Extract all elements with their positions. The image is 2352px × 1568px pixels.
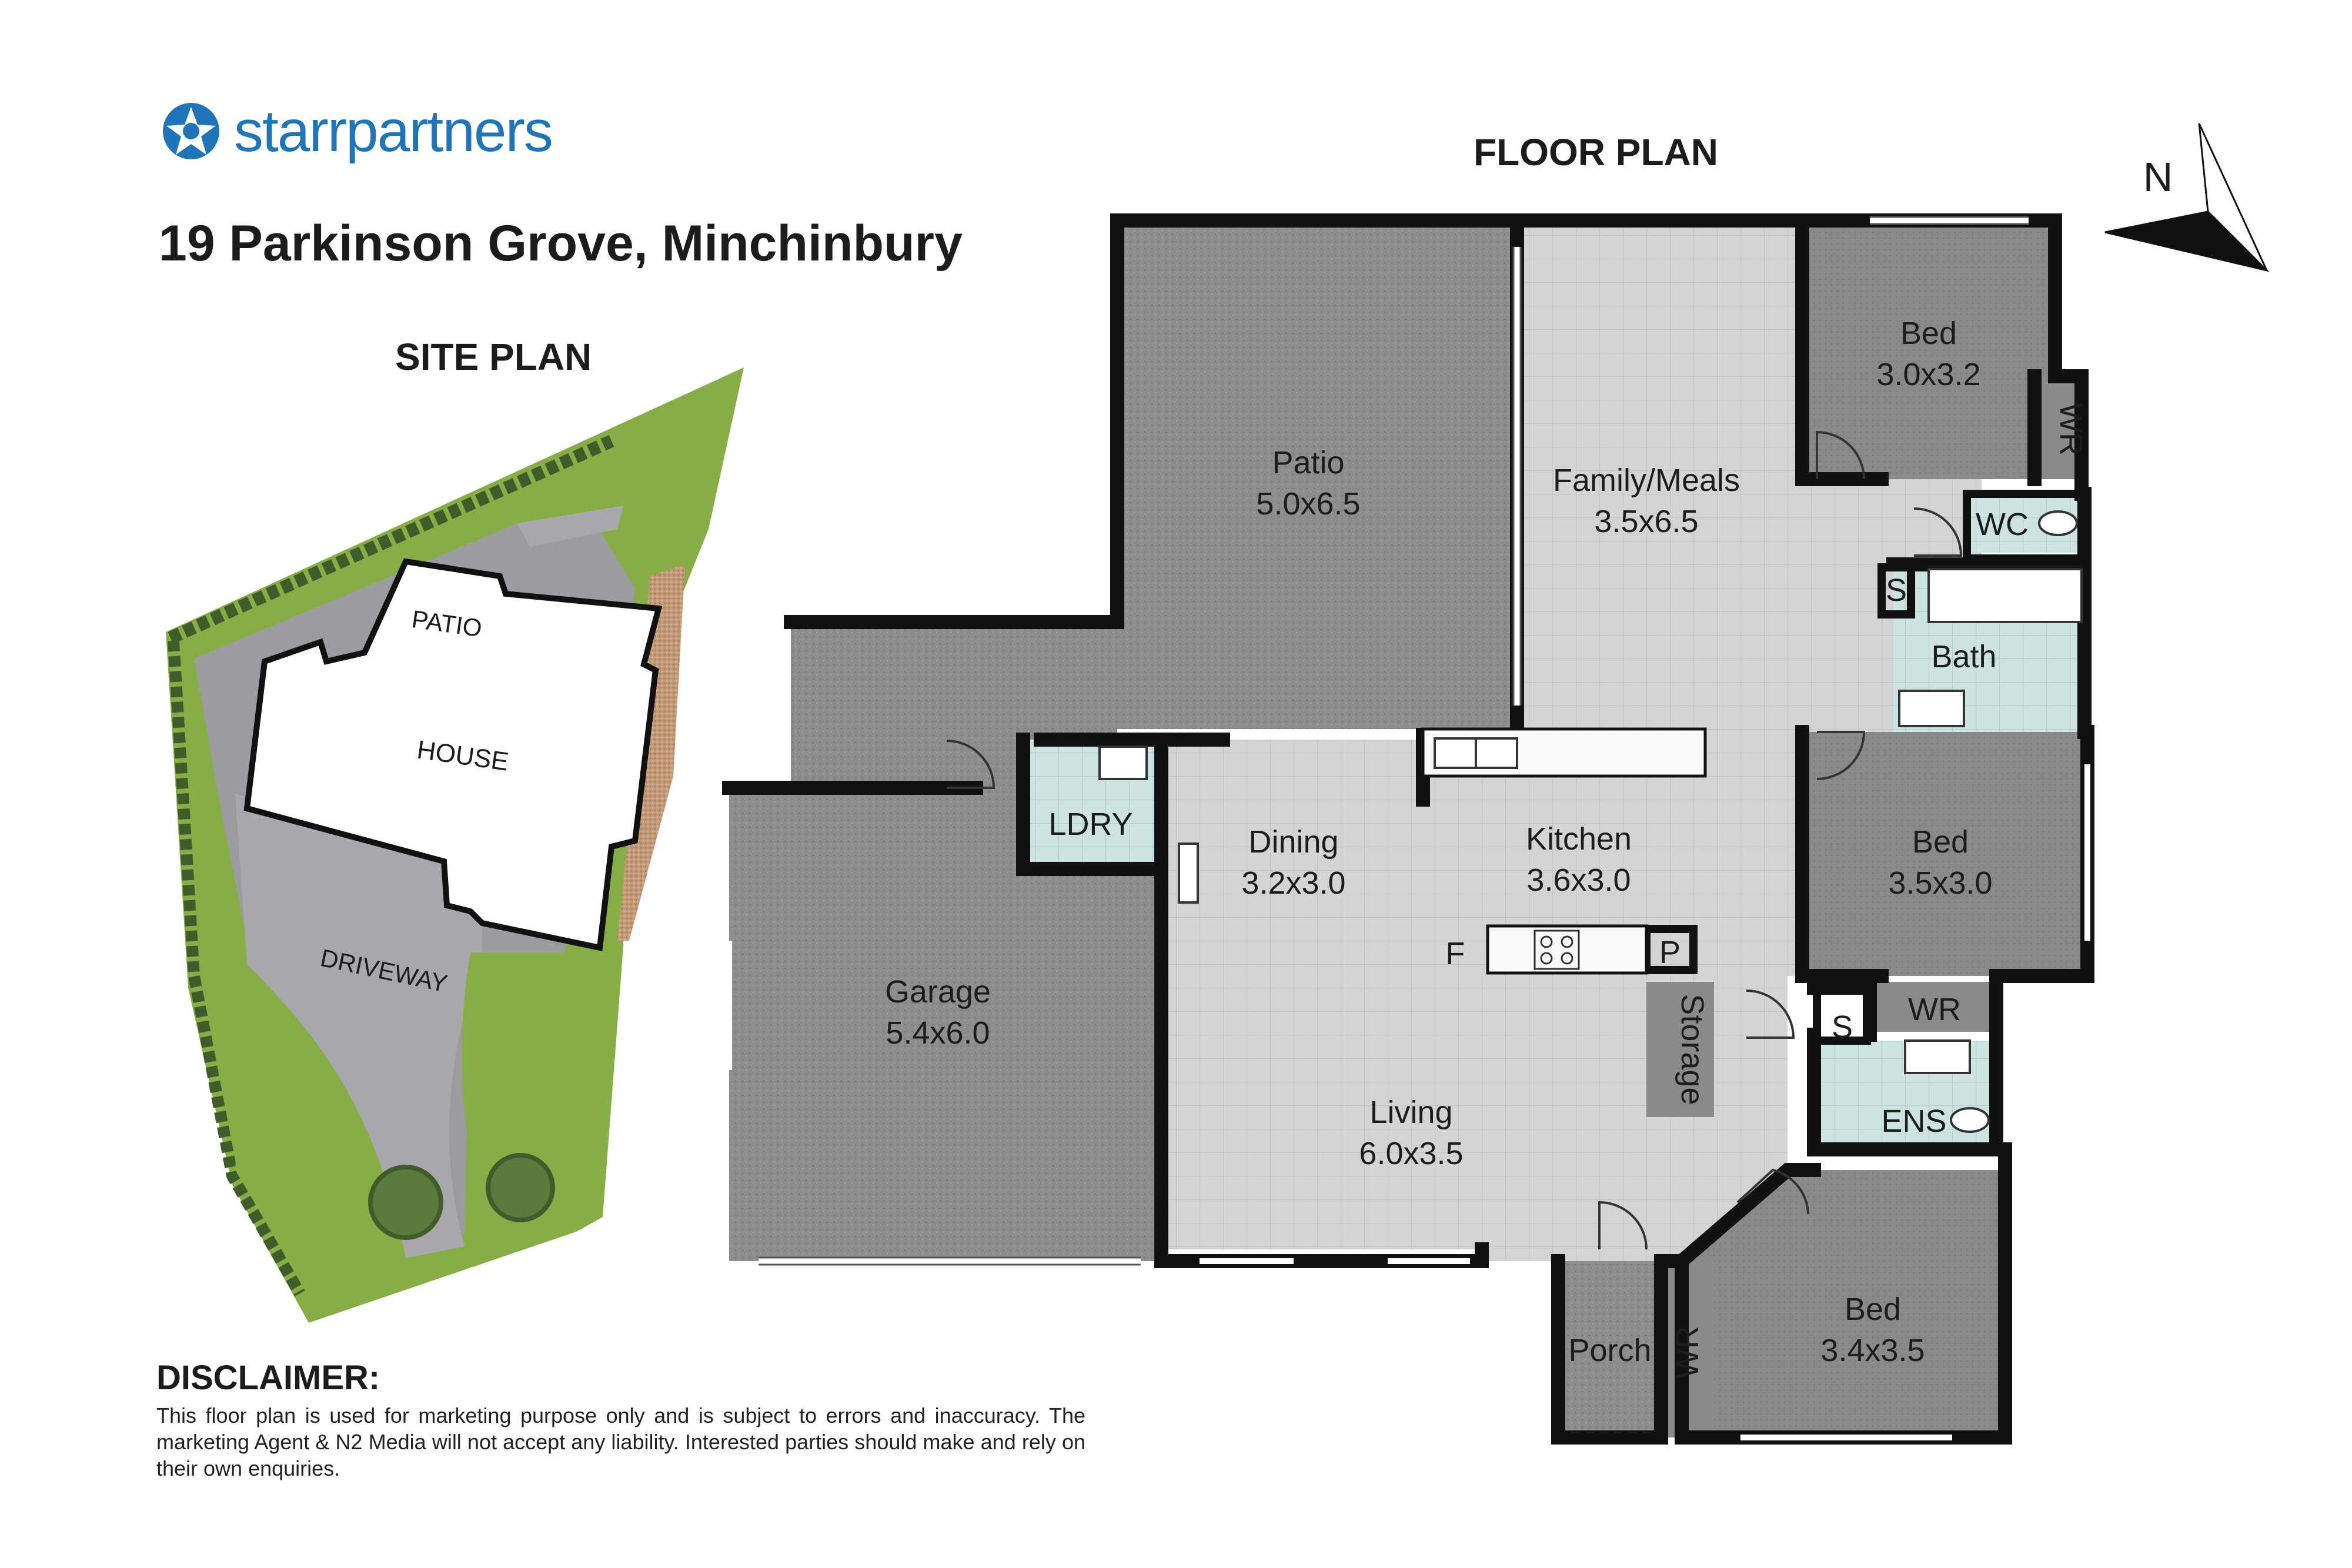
door-bed3: [1736, 1168, 1809, 1215]
ens-toilet-icon: [1950, 1107, 1990, 1133]
door-bed2: [1816, 731, 1866, 780]
site-tree: [486, 1153, 555, 1222]
star-logo-icon: [163, 103, 219, 159]
wall-s-bath: [1877, 563, 1915, 618]
site-driveway: [235, 794, 482, 1258]
label-family-size: 3.5x6.5: [1594, 504, 1698, 539]
label-bed3-size: 3.4x3.5: [1820, 1333, 1925, 1368]
floor-porch: [1558, 1261, 1661, 1437]
bathtub: [1927, 568, 2083, 623]
site-house: [243, 558, 663, 952]
label-bed3-name: Bed: [1845, 1292, 1901, 1327]
wc-toilet-icon: [2038, 510, 2078, 536]
label-ens: ENS: [1881, 1104, 1946, 1139]
floor-storage: [1646, 982, 1714, 1117]
wall-ens: [1807, 1028, 2003, 1156]
property-address: 19 Parkinson Grove, Minchinbury: [159, 215, 963, 272]
floor-bed2: [1802, 732, 2087, 976]
laundry-tub: [1098, 745, 1148, 780]
brand-logo: starrpartners: [159, 98, 553, 165]
cooktop-icon: [1534, 930, 1580, 970]
label-garage-size: 5.4x6.0: [886, 1015, 990, 1051]
kitchen-back-bench: [1486, 924, 1648, 975]
label-kitchen-size: 3.6x3.0: [1526, 862, 1631, 898]
site-hedge-left: [168, 640, 305, 1296]
label-bed1-name: Bed: [1900, 316, 1957, 351]
wall-porch: [1551, 1254, 1668, 1445]
brand-name: starrpartners: [234, 98, 553, 165]
door-front: [1598, 1201, 1648, 1250]
floor-bed3: [1682, 1170, 2005, 1437]
door-bed1: [1816, 430, 1865, 480]
site-plan-heading: SITE PLAN: [395, 336, 592, 378]
label-wc: WC: [1976, 507, 2029, 542]
label-f: F: [1446, 936, 1465, 971]
wall-outer: [1110, 213, 2094, 1445]
ens-vanity: [1904, 1039, 1971, 1074]
site-lawn-left: [235, 964, 406, 1299]
brand-name-part2: partners: [346, 98, 553, 164]
label-family-name: Family/Meals: [1553, 463, 1740, 498]
site-path: [517, 506, 623, 547]
label-garage-name: Garage: [885, 974, 991, 1009]
label-s1: S: [1886, 573, 1907, 608]
label-dining-size: 3.2x3.0: [1241, 865, 1345, 901]
fireplace: [1178, 842, 1199, 904]
site-hedge: [168, 434, 614, 644]
label-bath: Bath: [1931, 639, 1996, 674]
floor-bed1: [1802, 220, 2055, 479]
label-wr1: WR: [2053, 403, 2089, 456]
label-living-name: Living: [1369, 1095, 1452, 1130]
label-bed1-size: 3.0x3.2: [1876, 357, 1980, 392]
brand-name-part1: starr: [234, 98, 347, 164]
label-s2: S: [1832, 1009, 1853, 1045]
label-kitchen-name: Kitchen: [1526, 821, 1632, 857]
wall-wc: [1963, 490, 2089, 563]
bath-vanity: [1898, 690, 1965, 727]
wall-bed3: [1654, 1163, 1821, 1268]
disclaimer-text: This floor plan is used for marketing pu…: [156, 1403, 1085, 1480]
label-bed2-name: Bed: [1912, 824, 1969, 860]
wall-s-hall: [1813, 987, 1871, 1045]
floor-wr-bed2: [1870, 982, 1996, 1032]
label-dining-name: Dining: [1248, 824, 1338, 860]
label-bed2-size: 3.5x3.0: [1888, 865, 1992, 901]
label-living-size: 6.0x3.5: [1359, 1136, 1463, 1171]
floor-wr-bed1: [2034, 376, 2082, 479]
label-wr3: WR: [1670, 1326, 1705, 1379]
label-patio-name: Patio: [1272, 445, 1344, 480]
label-patio-size: 5.0x6.5: [1256, 486, 1360, 521]
compass-label: N: [2143, 154, 2173, 200]
wall-bed1: [1795, 213, 1889, 486]
north-compass-icon: N: [2104, 123, 2270, 272]
site-gravel-strip: [617, 564, 685, 941]
label-ldry: LDRY: [1048, 807, 1132, 842]
label-wr2: WR: [1908, 992, 1961, 1027]
label-p: P: [1659, 935, 1681, 970]
door-laundry: [946, 740, 995, 789]
label-porch: Porch: [1568, 1333, 1651, 1368]
door-s-hall: [1746, 989, 1795, 1039]
site-tree: [368, 1165, 443, 1240]
wall-bed2: [1795, 725, 1889, 983]
door-wc: [1913, 507, 1963, 557]
floor-patio: [791, 220, 1517, 791]
label-storage: Storage: [1675, 994, 1710, 1105]
floor-plan-heading: FLOOR PLAN: [1474, 131, 1718, 173]
disclaimer-title: DISCLAIMER:: [156, 1359, 380, 1397]
